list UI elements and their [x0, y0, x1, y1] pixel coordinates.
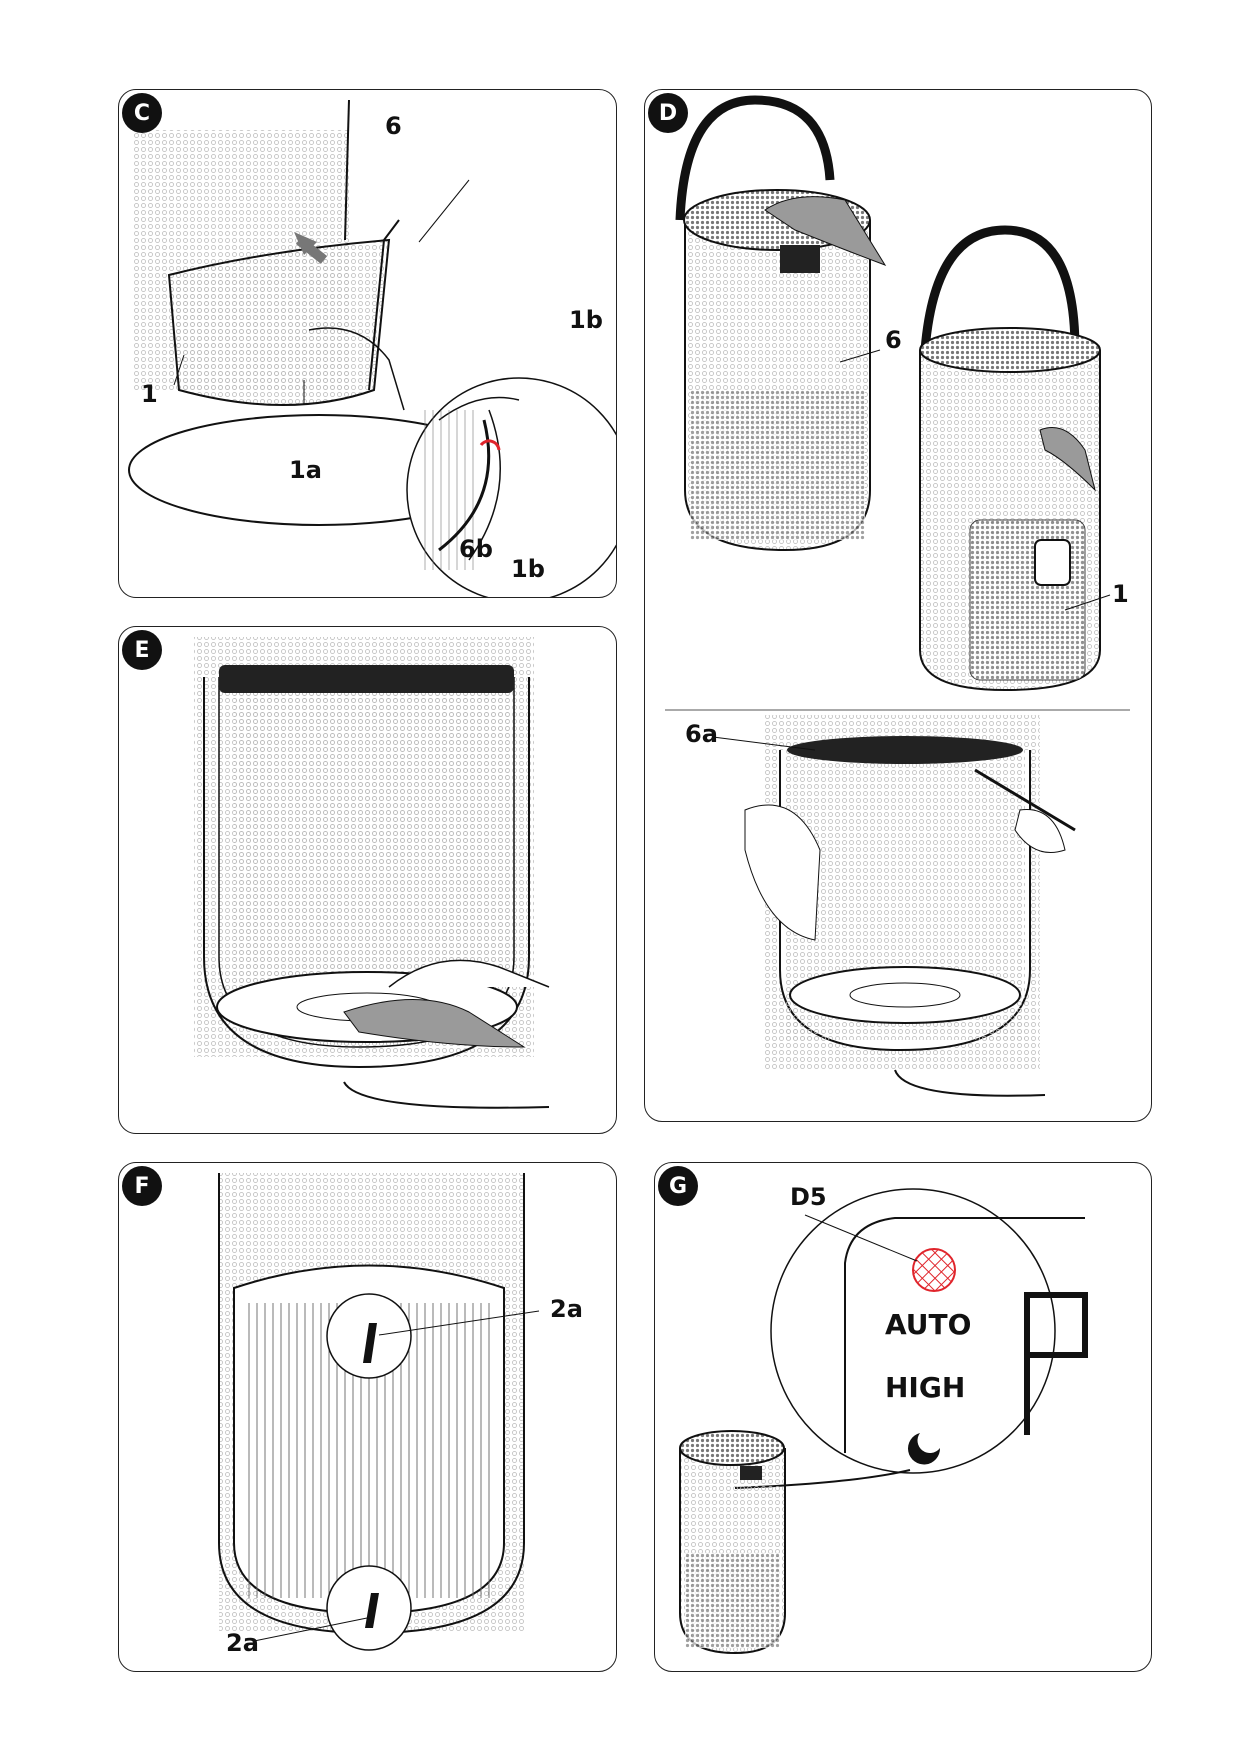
callout-2a-bottom: 2a [226, 1629, 259, 1657]
illustration-filter-tabs [218, 1173, 540, 1651]
display-auto-label: AUTO [885, 1308, 972, 1341]
callout-6: 6 [385, 112, 402, 140]
illustration-display-indicator [679, 1188, 1088, 1655]
callout-1: 1 [1112, 580, 1129, 608]
panel-badge: D [648, 93, 688, 133]
callout-d5: D5 [790, 1183, 827, 1211]
panel-badge: C [122, 93, 162, 133]
panel-g: G D5 AUTO HIGH P [654, 1162, 1152, 1672]
callout-6: 6 [885, 326, 902, 354]
panel-badge: G [658, 1166, 698, 1206]
callout-1: 1 [141, 380, 158, 408]
panel-c: C 6 1b 1 1a 6b 1b [118, 89, 617, 598]
panel-d: D 6 1 6a [644, 89, 1152, 1122]
illustration-remove-filter [128, 99, 616, 597]
panel-f: F 2a 2a [118, 1162, 617, 1672]
illustration-clean-inside [194, 637, 550, 1109]
callout-1b-top: 1b [569, 306, 603, 334]
illustration-clean-housing [665, 95, 1130, 1097]
callout-6b: 6b [459, 535, 493, 563]
panel-e: E [118, 626, 617, 1134]
callout-1a: 1a [289, 456, 322, 484]
display-high-label: HIGH [885, 1371, 966, 1404]
callout-2a-top: 2a [550, 1295, 583, 1323]
panel-badge: F [122, 1166, 162, 1206]
callout-1b-bottom: 1b [511, 555, 545, 583]
callout-6a: 6a [685, 720, 718, 748]
panel-badge: E [122, 630, 162, 670]
